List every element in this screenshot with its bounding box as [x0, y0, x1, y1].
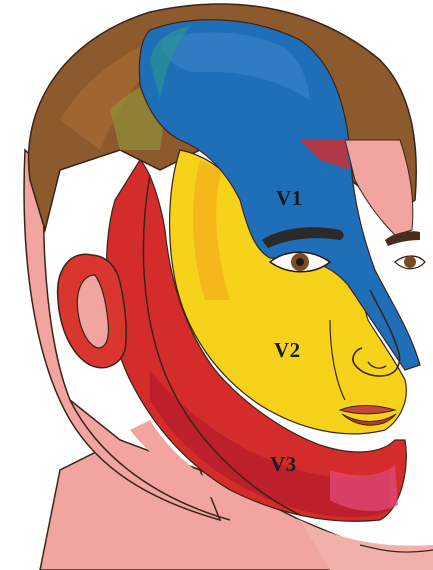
zone-label-v1: V1: [276, 186, 303, 211]
far-iris: [404, 256, 416, 268]
zone-label-v2: V2: [274, 338, 301, 363]
pupil: [296, 258, 304, 266]
eyebrow-far: [385, 231, 420, 246]
zone-label-v3: V3: [270, 452, 297, 477]
